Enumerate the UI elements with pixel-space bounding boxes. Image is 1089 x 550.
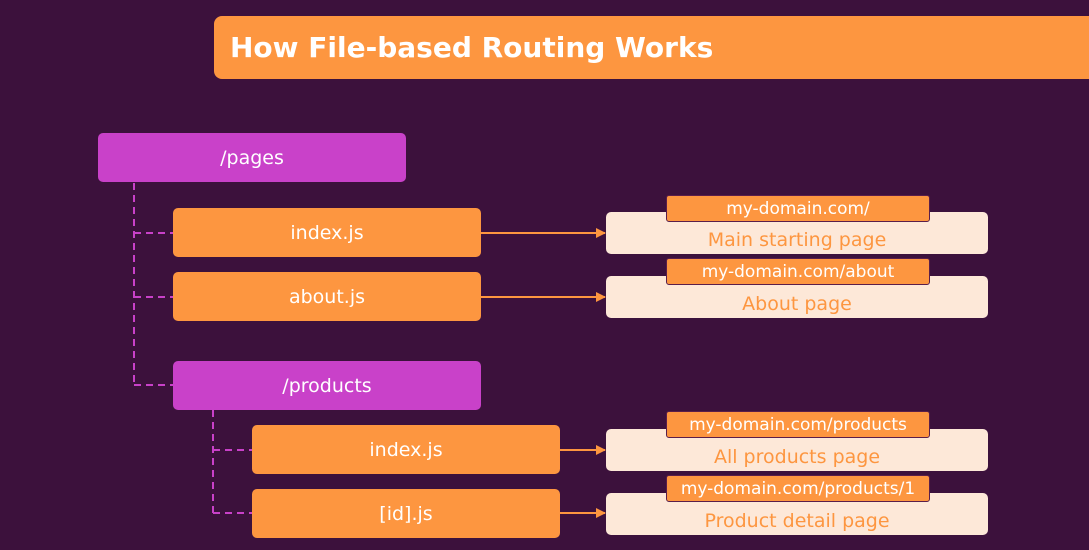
route-url-product-detail: my-domain.com/products/1 [666,475,930,502]
route-url-about: my-domain.com/about [666,258,930,285]
route-url-text: my-domain.com/ [726,198,870,219]
products-index-file-node: index.js [252,425,560,474]
title-bar: How File-based Routing Works [214,16,1089,79]
pages-folder-label: /pages [220,146,284,169]
route-description: Product detail page [704,510,890,532]
route-url-text: my-domain.com/products [689,414,907,435]
products-folder-node: /products [173,361,481,410]
products-id-file-label: [id].js [379,502,433,525]
products-index-file-label: index.js [369,438,443,461]
index-file-node: index.js [173,208,481,257]
route-description: All products page [713,446,881,468]
route-url-products: my-domain.com/products [666,411,930,438]
route-description: Main starting page [707,229,887,251]
pages-folder-node: /pages [98,133,406,182]
products-folder-label: /products [282,374,372,397]
route-url-text: my-domain.com/about [701,261,895,282]
about-file-node: about.js [173,272,481,321]
slide-title: How File-based Routing Works [230,31,714,64]
route-url-home: my-domain.com/ [666,195,930,222]
index-file-label: index.js [290,221,364,244]
route-url-text: my-domain.com/products/1 [680,478,916,499]
route-description: About page [742,293,852,315]
products-id-file-node: [id].js [252,489,560,538]
about-file-label: about.js [288,285,366,308]
